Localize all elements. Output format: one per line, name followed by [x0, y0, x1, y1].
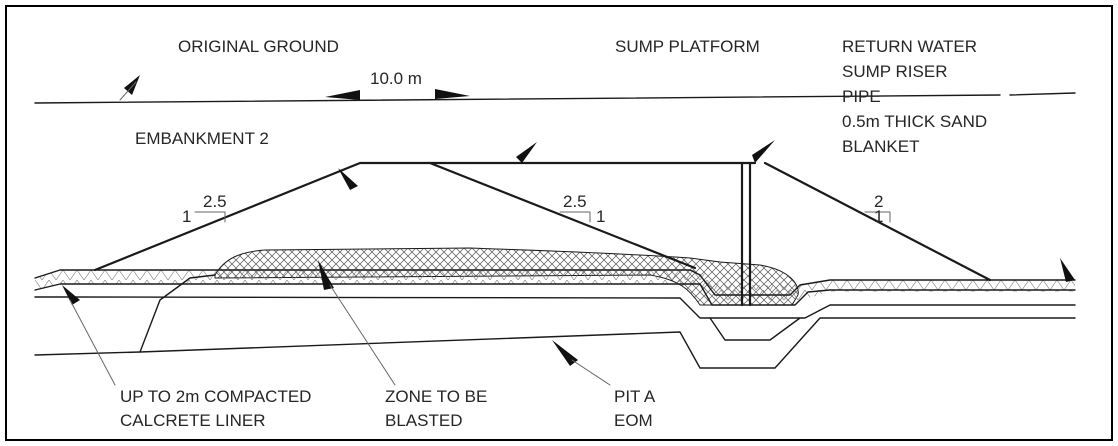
sump-platform-label: SUMP PLATFORM [615, 37, 760, 56]
sand-blanket-label-line2: BLANKET [842, 137, 919, 156]
slope-2-rise: 1 [596, 207, 605, 226]
return-water-label-line2: SUMP RISER [842, 62, 948, 81]
embankment-right-slope [763, 161, 992, 282]
sump-inner-line [709, 317, 801, 341]
pit-a-leader [571, 359, 611, 386]
blast-zone-leader [329, 284, 396, 386]
liner-middle-line [34, 283, 1076, 306]
dimension-label: 10.0 m [370, 69, 422, 88]
liner-label-line2: CALCRETE LINER [120, 411, 265, 430]
blast-zone-label-line1: ZONE TO BE [385, 387, 487, 406]
dimension-arrow-left [325, 90, 360, 100]
blast-zone-pointer-arrow [318, 260, 334, 290]
riser-top-arrow [752, 140, 775, 163]
embankment-label: EMBANKMENT 2 [135, 129, 269, 148]
platform-arrow [516, 142, 537, 163]
slope-2-run: 2.5 [563, 192, 587, 211]
pit-a-bottom-line [34, 317, 1076, 369]
original-ground-leader [119, 81, 137, 101]
dimension-arrow-right [435, 89, 470, 99]
blast-zone-left-boundary [139, 274, 216, 353]
drawing-frame [5, 5, 1113, 441]
original-ground-line [34, 94, 1001, 104]
slope-indicator-1-bracket [194, 211, 226, 223]
slope-indicator-2-bracket [559, 211, 591, 223]
pit-a-pointer-arrow [552, 340, 578, 366]
slope-3-run: 2 [874, 192, 883, 211]
liner-pointer-arrow [62, 285, 80, 305]
embankment-crest-arrow [338, 168, 358, 190]
slope-1-run: 2.5 [203, 192, 227, 211]
calcrete-liner-band [35, 270, 1075, 300]
pit-a-label-line1: PIT A [614, 387, 656, 406]
embankment-left-slope [93, 161, 757, 272]
sand-blanket-label-line1: 0.5m THICK SAND [842, 112, 987, 131]
liner-top-line [34, 269, 1076, 296]
zone-to-be-blasted-hatch [214, 247, 799, 306]
liner-leader [69, 299, 116, 386]
return-water-label-line1: RETURN WATER [842, 37, 977, 56]
slope-3-rise: 1 [874, 207, 883, 226]
embankment-inner-slope [428, 161, 697, 270]
slope-1-rise: 1 [182, 207, 191, 226]
slope-indicator-3-bracket [864, 211, 891, 223]
original-ground-line-right [1009, 92, 1076, 96]
original-ground-label: ORIGINAL GROUND [178, 37, 339, 56]
liner-label-line1: UP TO 2m COMPACTED [120, 387, 311, 406]
right-ground-arrow [1060, 258, 1075, 282]
original-ground-pointer-arrow [124, 75, 140, 95]
pit-a-label-line2: EOM [614, 411, 653, 430]
return-water-label-line3: PIPE [842, 87, 881, 106]
liner-bottom-line [34, 296, 1076, 319]
blast-zone-label-line2: BLASTED [385, 411, 462, 430]
